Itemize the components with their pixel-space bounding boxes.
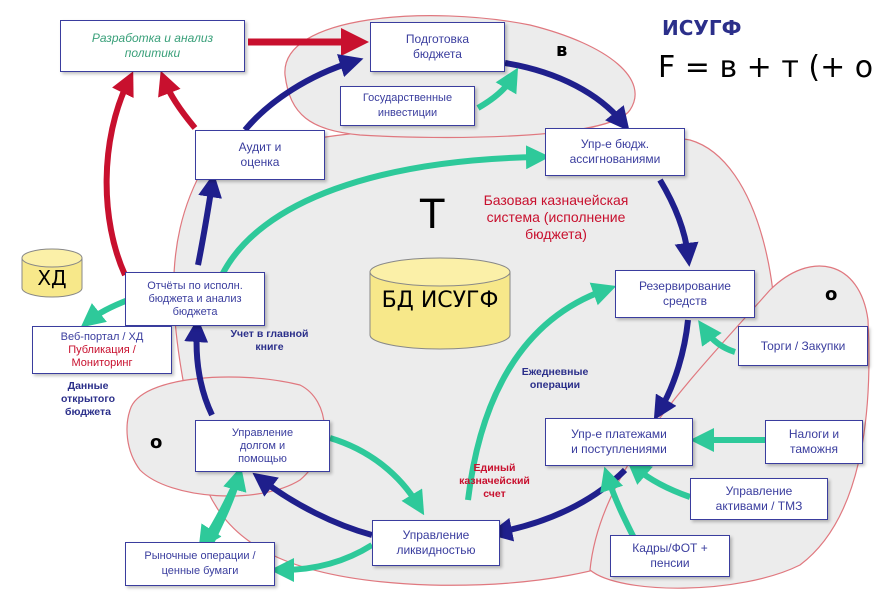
system-title: ИСУГФ [662,16,742,40]
box-market[interactable]: Рыночные операции /ценные бумаги [125,542,275,586]
letter-t: Т [420,192,445,238]
main-database-icon [369,257,511,350]
hd-label: ХД [37,266,67,290]
green-arrow-assets-to-payments [626,460,691,500]
navy-arrow-audit-to-budget [242,54,364,132]
navy-arrow-debt-to-reports [184,318,215,417]
green-arrow-procurement-to-reserve [698,320,736,355]
green-arrow-hr-to-payments [600,466,638,542]
green-arrow-tsa-to-reserve [465,282,617,501]
navy-arrow-reserve-to-payments [653,319,691,421]
letter-o-left: о [150,432,163,453]
letter-o-right: о [825,284,838,305]
box-appropriations[interactable]: Упр-е бюдж.ассигнованиями [545,128,685,176]
green-arrow-reports-to-appr [219,145,550,277]
box-hr[interactable]: Кадры/ФОТ +пенсии [610,535,730,577]
navy-arrow-budget-to-appr [504,60,630,132]
navy-arrow-reports-to-audit [195,173,222,266]
green-arrow-invest-to-budget [476,67,519,111]
formula: F = в + т (+ о) [658,50,875,85]
main-db-label: БД ИСУГФ [381,288,499,313]
green-arrow-debt-to-market-back [198,476,241,551]
red-arrow-reports-to-policy [103,71,134,277]
letter-b: в [556,40,568,61]
navy-arrow-appr-to-reserve [657,178,699,267]
box-procurement[interactable]: Торги / Закупки [738,326,868,366]
green-arrow-debt-to-liquidity [329,435,425,516]
hd-database-icon [21,248,83,298]
navy-arrow-liquidity-to-debt [252,472,373,538]
green-arrow-reports-to-portal [80,297,130,328]
red-arrow-audit-to-policy [158,70,198,130]
green-arrow-liquidity-to-market [270,542,374,582]
